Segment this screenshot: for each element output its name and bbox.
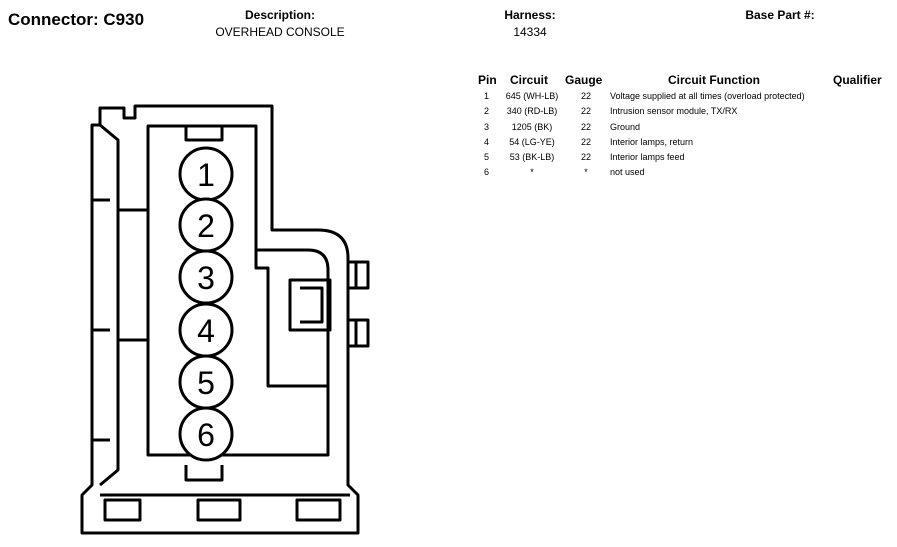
table-row: 6 * * not used (0, 167, 897, 181)
row-pin: 5 (484, 152, 490, 162)
row-circuit: 54 (LG-YE) (509, 137, 555, 147)
row-gauge: 22 (580, 152, 591, 162)
pin-label-4: 4 (197, 313, 215, 349)
connector-inner-cavity (146, 124, 330, 457)
connector-title: Connector: C930 (8, 10, 145, 29)
pin-label-5: 5 (197, 365, 215, 401)
pin-label-3: 3 (197, 260, 215, 296)
row-pin: 3 (484, 122, 490, 132)
table-row: 4 54 (LG-YE) 22 Interior lamps, return (0, 137, 897, 151)
side-clip-upper (348, 260, 370, 290)
left-wall-ribs (92, 198, 148, 442)
row-gauge: 22 (580, 137, 591, 147)
bottom-locating-tab (184, 465, 224, 482)
row-circuit: 340 (RD-LB) (506, 106, 558, 116)
row-gauge: 22 (580, 91, 591, 101)
table-row: 1 645 (WH-LB) 22 Voltage supplied at all… (0, 91, 897, 105)
column-header-circuit-function: Circuit Function (668, 73, 760, 87)
row-function: Interior lamps, return (610, 137, 694, 147)
row-function: Voltage supplied at all times (overload … (610, 91, 805, 101)
left-wall-groove (99, 123, 120, 487)
column-header-qualifier: Qualifier (833, 73, 882, 87)
row-gauge: 22 (580, 122, 591, 132)
foot-right (295, 498, 342, 522)
row-gauge: 22 (580, 106, 591, 116)
base-part-label: Base Part #: (745, 8, 815, 22)
latch-tab (288, 278, 332, 332)
table-row: 5 53 (BK-LB) 22 Interior lamps feed (0, 152, 897, 166)
connector-housing-outline (80, 104, 360, 535)
row-function: not used (610, 167, 645, 177)
row-pin: 4 (484, 137, 490, 147)
row-gauge: * (584, 167, 588, 177)
row-pin: 1 (484, 91, 490, 101)
row-pin: 2 (484, 106, 490, 116)
pin-cavity-6 (178, 406, 234, 462)
row-circuit: 1205 (BK) (511, 122, 553, 132)
column-header-pin: Pin (478, 73, 497, 87)
row-circuit: 645 (WH-LB) (505, 91, 559, 101)
harness-value: 14334 (513, 25, 547, 39)
row-function: Intrusion sensor module, TX/RX (610, 106, 738, 116)
row-function: Ground (610, 122, 641, 132)
column-header-gauge: Gauge (565, 73, 603, 87)
latch-tab-inner (300, 286, 324, 324)
column-header-circuit: Circuit (510, 73, 549, 87)
row-circuit: 53 (BK-LB) (509, 152, 555, 162)
row-circuit: * (530, 167, 534, 177)
foot-center (196, 498, 242, 522)
harness-label: Harness: (504, 8, 556, 22)
foot-left (103, 498, 142, 522)
pin-label-2: 2 (197, 208, 215, 244)
pin-label-1: 1 (197, 157, 215, 193)
description-value: OVERHEAD CONSOLE (215, 25, 345, 39)
top-locating-tab (184, 126, 224, 142)
side-clip-lower (348, 318, 370, 348)
pin-label-6: 6 (197, 417, 215, 453)
description-label: Description: (244, 8, 315, 22)
table-row: 2 340 (RD-LB) 22 Intrusion sensor module… (0, 106, 897, 120)
table-row: 3 1205 (BK) 22 Ground (0, 122, 897, 136)
connector-inner-step (254, 250, 328, 388)
row-pin: 6 (484, 167, 490, 177)
row-function: Interior lamps feed (610, 152, 685, 162)
